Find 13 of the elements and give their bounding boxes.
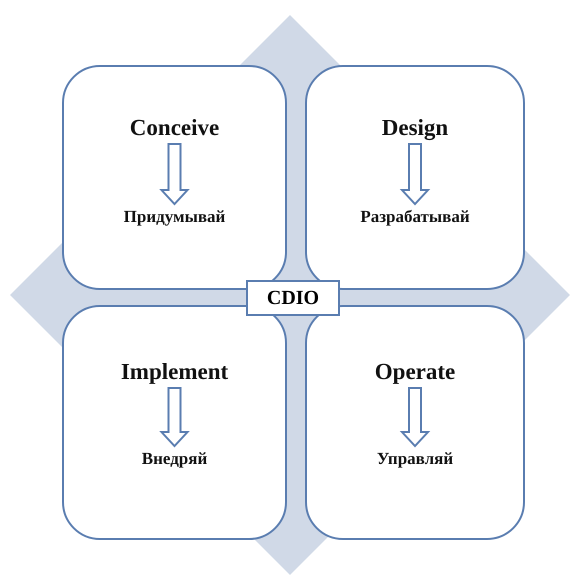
stage-translation: Придумывай (124, 207, 226, 227)
hollow-arrow (400, 143, 430, 206)
hollow-arrow (159, 387, 190, 448)
stage-title: Design (382, 115, 448, 141)
stage-translation: Управляй (376, 449, 454, 469)
center-label-box: CDIO (246, 280, 340, 316)
hollow-arrow (400, 387, 430, 448)
stage-translation: Разрабатывай (360, 207, 470, 227)
stage-title: Conceive (130, 115, 220, 141)
stage-title: Operate (374, 359, 456, 385)
stage-translation: Внедряй (142, 449, 208, 469)
hollow-arrow (159, 143, 190, 206)
stage-title: Implement (120, 359, 228, 385)
